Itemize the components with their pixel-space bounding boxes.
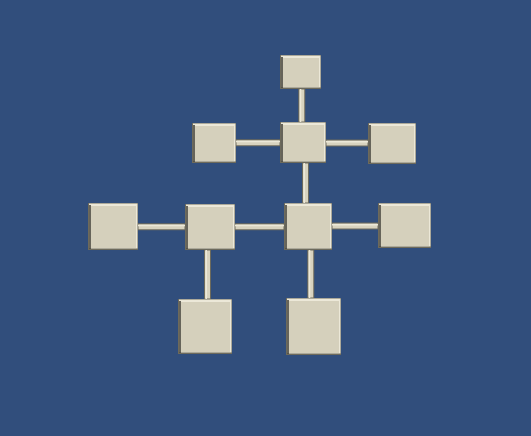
- room-left-left-shadow: [186, 206, 188, 249]
- corridor-mid-left-to-mid-center-floor: [235, 139, 281, 147]
- corridor-mid-center-to-center: [302, 162, 309, 204]
- room-mid-left: [192, 123, 236, 163]
- corridor-center-to-bottom-right: [307, 249, 315, 299]
- room-bottom-right-floor: [289, 301, 339, 353]
- room-bottom-left-floor: [181, 302, 230, 352]
- room-mid-center: [280, 122, 326, 163]
- room-bottom-right-left-shadow: [287, 300, 289, 354]
- room-mid-center-floor: [283, 125, 324, 161]
- room-top-floor: [283, 58, 319, 87]
- corridor-mid-center-to-mid-right-floor: [325, 139, 369, 147]
- corridor-top-to-mid-center-highlight: [299, 89, 302, 122]
- room-far-left: [88, 203, 138, 250]
- room-mid-right: [368, 123, 416, 164]
- room-bottom-left-left-shadow: [179, 301, 181, 353]
- corridor-far-left-to-left-highlight: [138, 224, 185, 227]
- corridor-far-left-to-left-floor: [137, 223, 186, 231]
- room-left-floor: [188, 207, 233, 248]
- room-far-left-floor: [91, 206, 136, 248]
- corridor-mid-center-to-center-floor: [302, 162, 309, 204]
- corridor-left-to-bottom-left-floor: [204, 249, 211, 300]
- room-bottom-left: [178, 299, 232, 354]
- room-center-left-shadow: [285, 205, 287, 249]
- corridor-center-to-right-floor: [331, 222, 379, 230]
- room-mid-center-left-shadow: [281, 124, 283, 162]
- room-right: [378, 203, 431, 248]
- corridor-mid-center-to-mid-right: [325, 139, 369, 147]
- room-mid-left-left-shadow: [193, 125, 195, 162]
- corridor-center-to-bottom-right-floor: [307, 249, 315, 299]
- room-top-left-shadow: [281, 57, 283, 88]
- corridor-mid-left-to-mid-center: [235, 139, 281, 147]
- corridor-left-to-center: [234, 223, 285, 231]
- room-mid-right-floor: [371, 126, 414, 162]
- room-left: [185, 204, 235, 250]
- room-bottom-right: [286, 298, 341, 355]
- corridor-left-to-bottom-left-highlight: [205, 250, 207, 299]
- room-mid-right-left-shadow: [369, 125, 371, 163]
- corridor-left-to-bottom-left: [204, 249, 211, 300]
- corridor-center-to-bottom-right-highlight: [308, 250, 311, 298]
- corridor-far-left-to-left: [137, 223, 186, 231]
- room-right-left-shadow: [379, 205, 381, 247]
- corridor-center-to-right: [331, 222, 379, 230]
- corridor-mid-center-to-center-highlight: [303, 163, 305, 203]
- room-right-floor: [381, 206, 429, 246]
- room-top: [280, 55, 321, 89]
- corridor-center-to-right-highlight: [332, 224, 378, 226]
- room-mid-left-floor: [195, 126, 234, 161]
- rooms-layer: [88, 55, 431, 355]
- corridor-left-to-center-floor: [234, 223, 285, 231]
- corridor-top-to-mid-center: [298, 88, 306, 123]
- room-far-left-left-shadow: [89, 205, 91, 249]
- corridor-mid-left-to-mid-center-highlight: [236, 140, 280, 143]
- corridor-mid-center-to-mid-right-highlight: [326, 141, 368, 143]
- room-center-floor: [287, 206, 330, 248]
- room-center: [284, 203, 332, 250]
- corridor-left-to-center-highlight: [235, 224, 284, 227]
- corridor-top-to-mid-center-floor: [298, 88, 306, 123]
